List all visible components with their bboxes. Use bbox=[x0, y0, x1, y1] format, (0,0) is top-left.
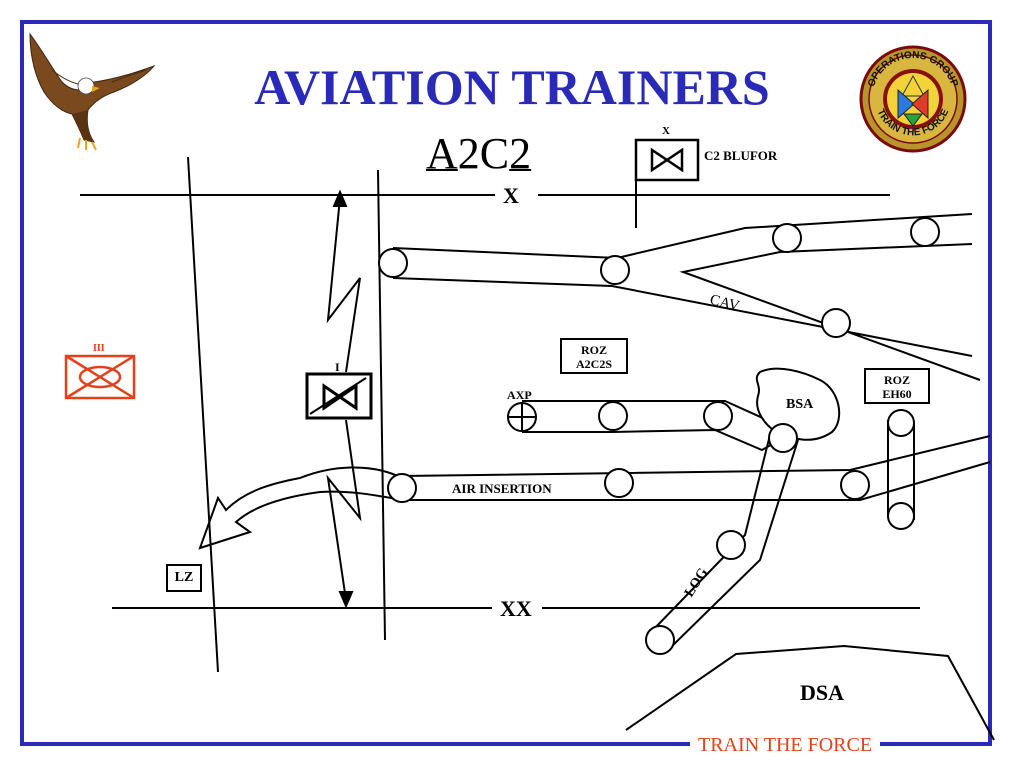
route-node bbox=[716, 530, 746, 560]
route-node bbox=[703, 401, 733, 431]
page-title: AVIATION TRAINERS bbox=[254, 59, 770, 115]
air-insertion-label: AIR INSERTION bbox=[452, 481, 552, 496]
xx-boundary-label: XX bbox=[500, 596, 532, 621]
bsa-area bbox=[755, 367, 841, 441]
comms-arrow-up bbox=[332, 189, 348, 207]
lz-box: LZ bbox=[166, 564, 202, 592]
subtitle-part-2: 2C bbox=[457, 129, 510, 178]
comms-arrow-down bbox=[338, 591, 354, 609]
unit-i-size-label: I bbox=[335, 360, 340, 374]
roz-eh60-box: ROZ EH60 bbox=[864, 368, 930, 404]
route-corridor-air-insertion bbox=[401, 435, 991, 501]
route-node bbox=[887, 502, 915, 530]
route-node bbox=[768, 423, 798, 453]
operations-group-logo: OPERATIONS GROUP TRAIN THE FORCE bbox=[859, 45, 967, 153]
comms-lightning bbox=[326, 419, 362, 601]
route-node bbox=[387, 473, 417, 503]
route-corridor-axp bbox=[522, 400, 786, 452]
sector-line bbox=[377, 169, 386, 641]
slide-frame bbox=[20, 20, 992, 746]
route-corridor-eh60 bbox=[887, 420, 915, 520]
route-node bbox=[378, 248, 408, 278]
sector-line bbox=[187, 156, 219, 673]
route-node bbox=[772, 223, 802, 253]
axp-label: AXP bbox=[507, 388, 532, 402]
subtitle-part-3: 2 bbox=[509, 129, 532, 178]
x-boundary-label: X bbox=[503, 183, 519, 208]
c2-unit-size-label: X bbox=[662, 125, 670, 137]
air-insertion-arrow bbox=[198, 466, 403, 550]
dsa-boundary bbox=[625, 644, 995, 741]
route-node bbox=[910, 217, 940, 247]
route-node bbox=[645, 625, 675, 655]
footer-tagline: TRAIN THE FORCE bbox=[690, 734, 881, 757]
unit-iii-size-label: III bbox=[93, 343, 105, 354]
subtitle-part-1: A bbox=[426, 129, 458, 178]
route-node bbox=[821, 308, 851, 338]
route-node bbox=[600, 255, 630, 285]
route-node bbox=[604, 468, 634, 498]
eagle-icon bbox=[29, 32, 156, 151]
route-corridor-log bbox=[652, 434, 799, 651]
route-node bbox=[887, 409, 915, 437]
comms-lightning bbox=[326, 197, 361, 373]
route-corridor-top bbox=[392, 213, 981, 381]
unit-i-symbol bbox=[305, 372, 373, 420]
c2-blufor-label: C2 BLUFOR bbox=[704, 148, 778, 163]
c2-blufor-symbol bbox=[634, 138, 700, 182]
page-subtitle: A2C2 bbox=[426, 128, 531, 179]
unit-iii-symbol bbox=[64, 354, 136, 400]
bsa-label: BSA bbox=[786, 397, 814, 412]
dsa-label: DSA bbox=[800, 680, 845, 705]
route-node bbox=[840, 470, 870, 500]
route-node bbox=[598, 401, 628, 431]
roz-a2c2s-box: ROZ A2C2S bbox=[560, 338, 628, 374]
